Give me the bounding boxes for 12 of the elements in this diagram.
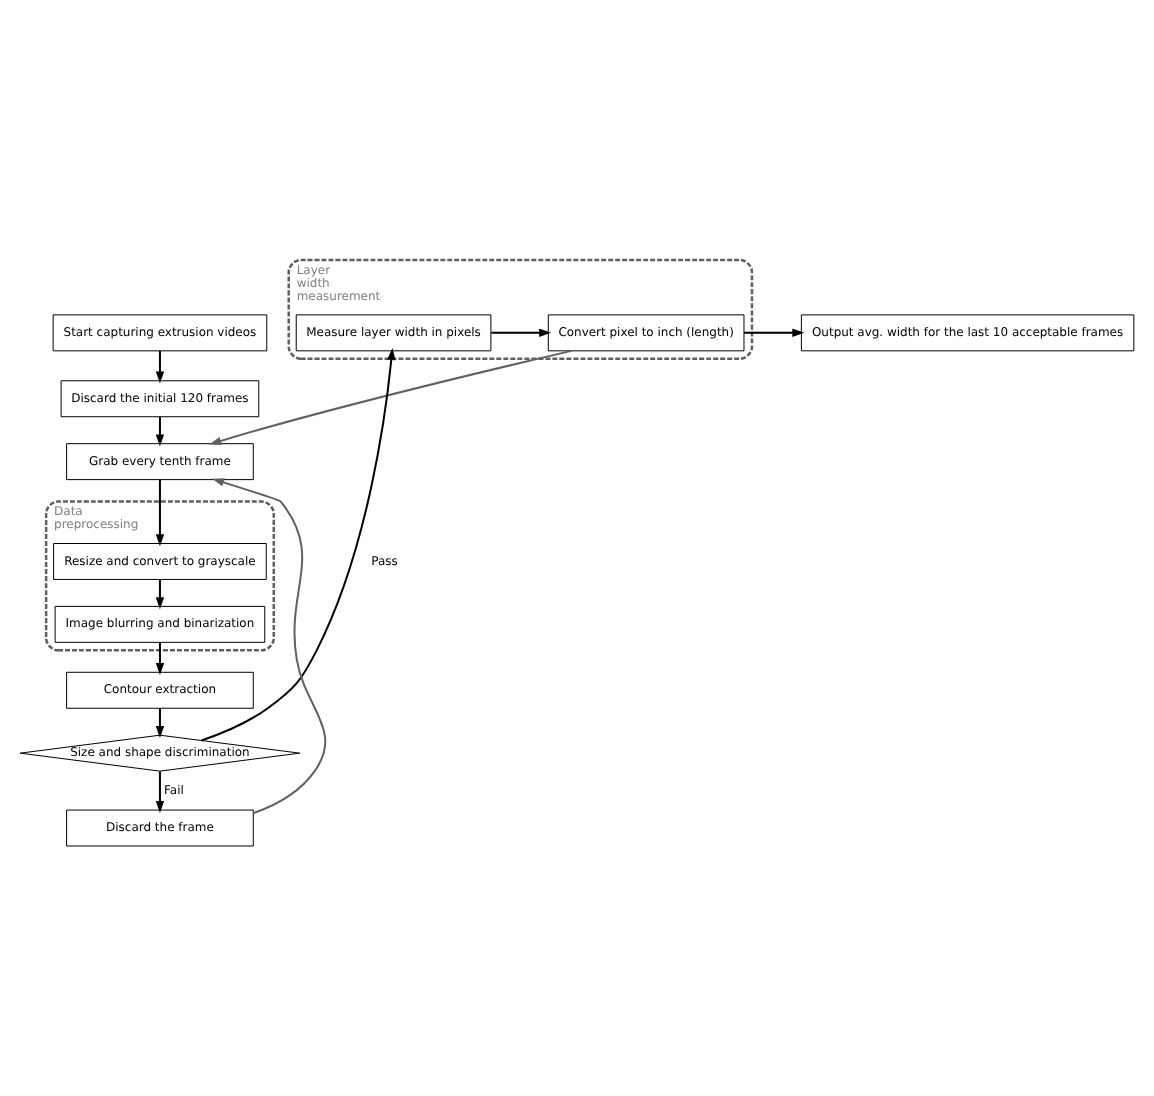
- arrow: [155, 577, 165, 609]
- arrow: [490, 327, 552, 337]
- arrow: [743, 327, 805, 337]
- arrow: [200, 346, 396, 741]
- arrow: [212, 477, 327, 814]
- arrow: [155, 640, 165, 675]
- arrow: [155, 415, 165, 446]
- arrow: [155, 706, 165, 738]
- arrow: [209, 348, 573, 444]
- arrow: [155, 477, 165, 546]
- arrow: [155, 349, 165, 383]
- arrow: [155, 769, 165, 812]
